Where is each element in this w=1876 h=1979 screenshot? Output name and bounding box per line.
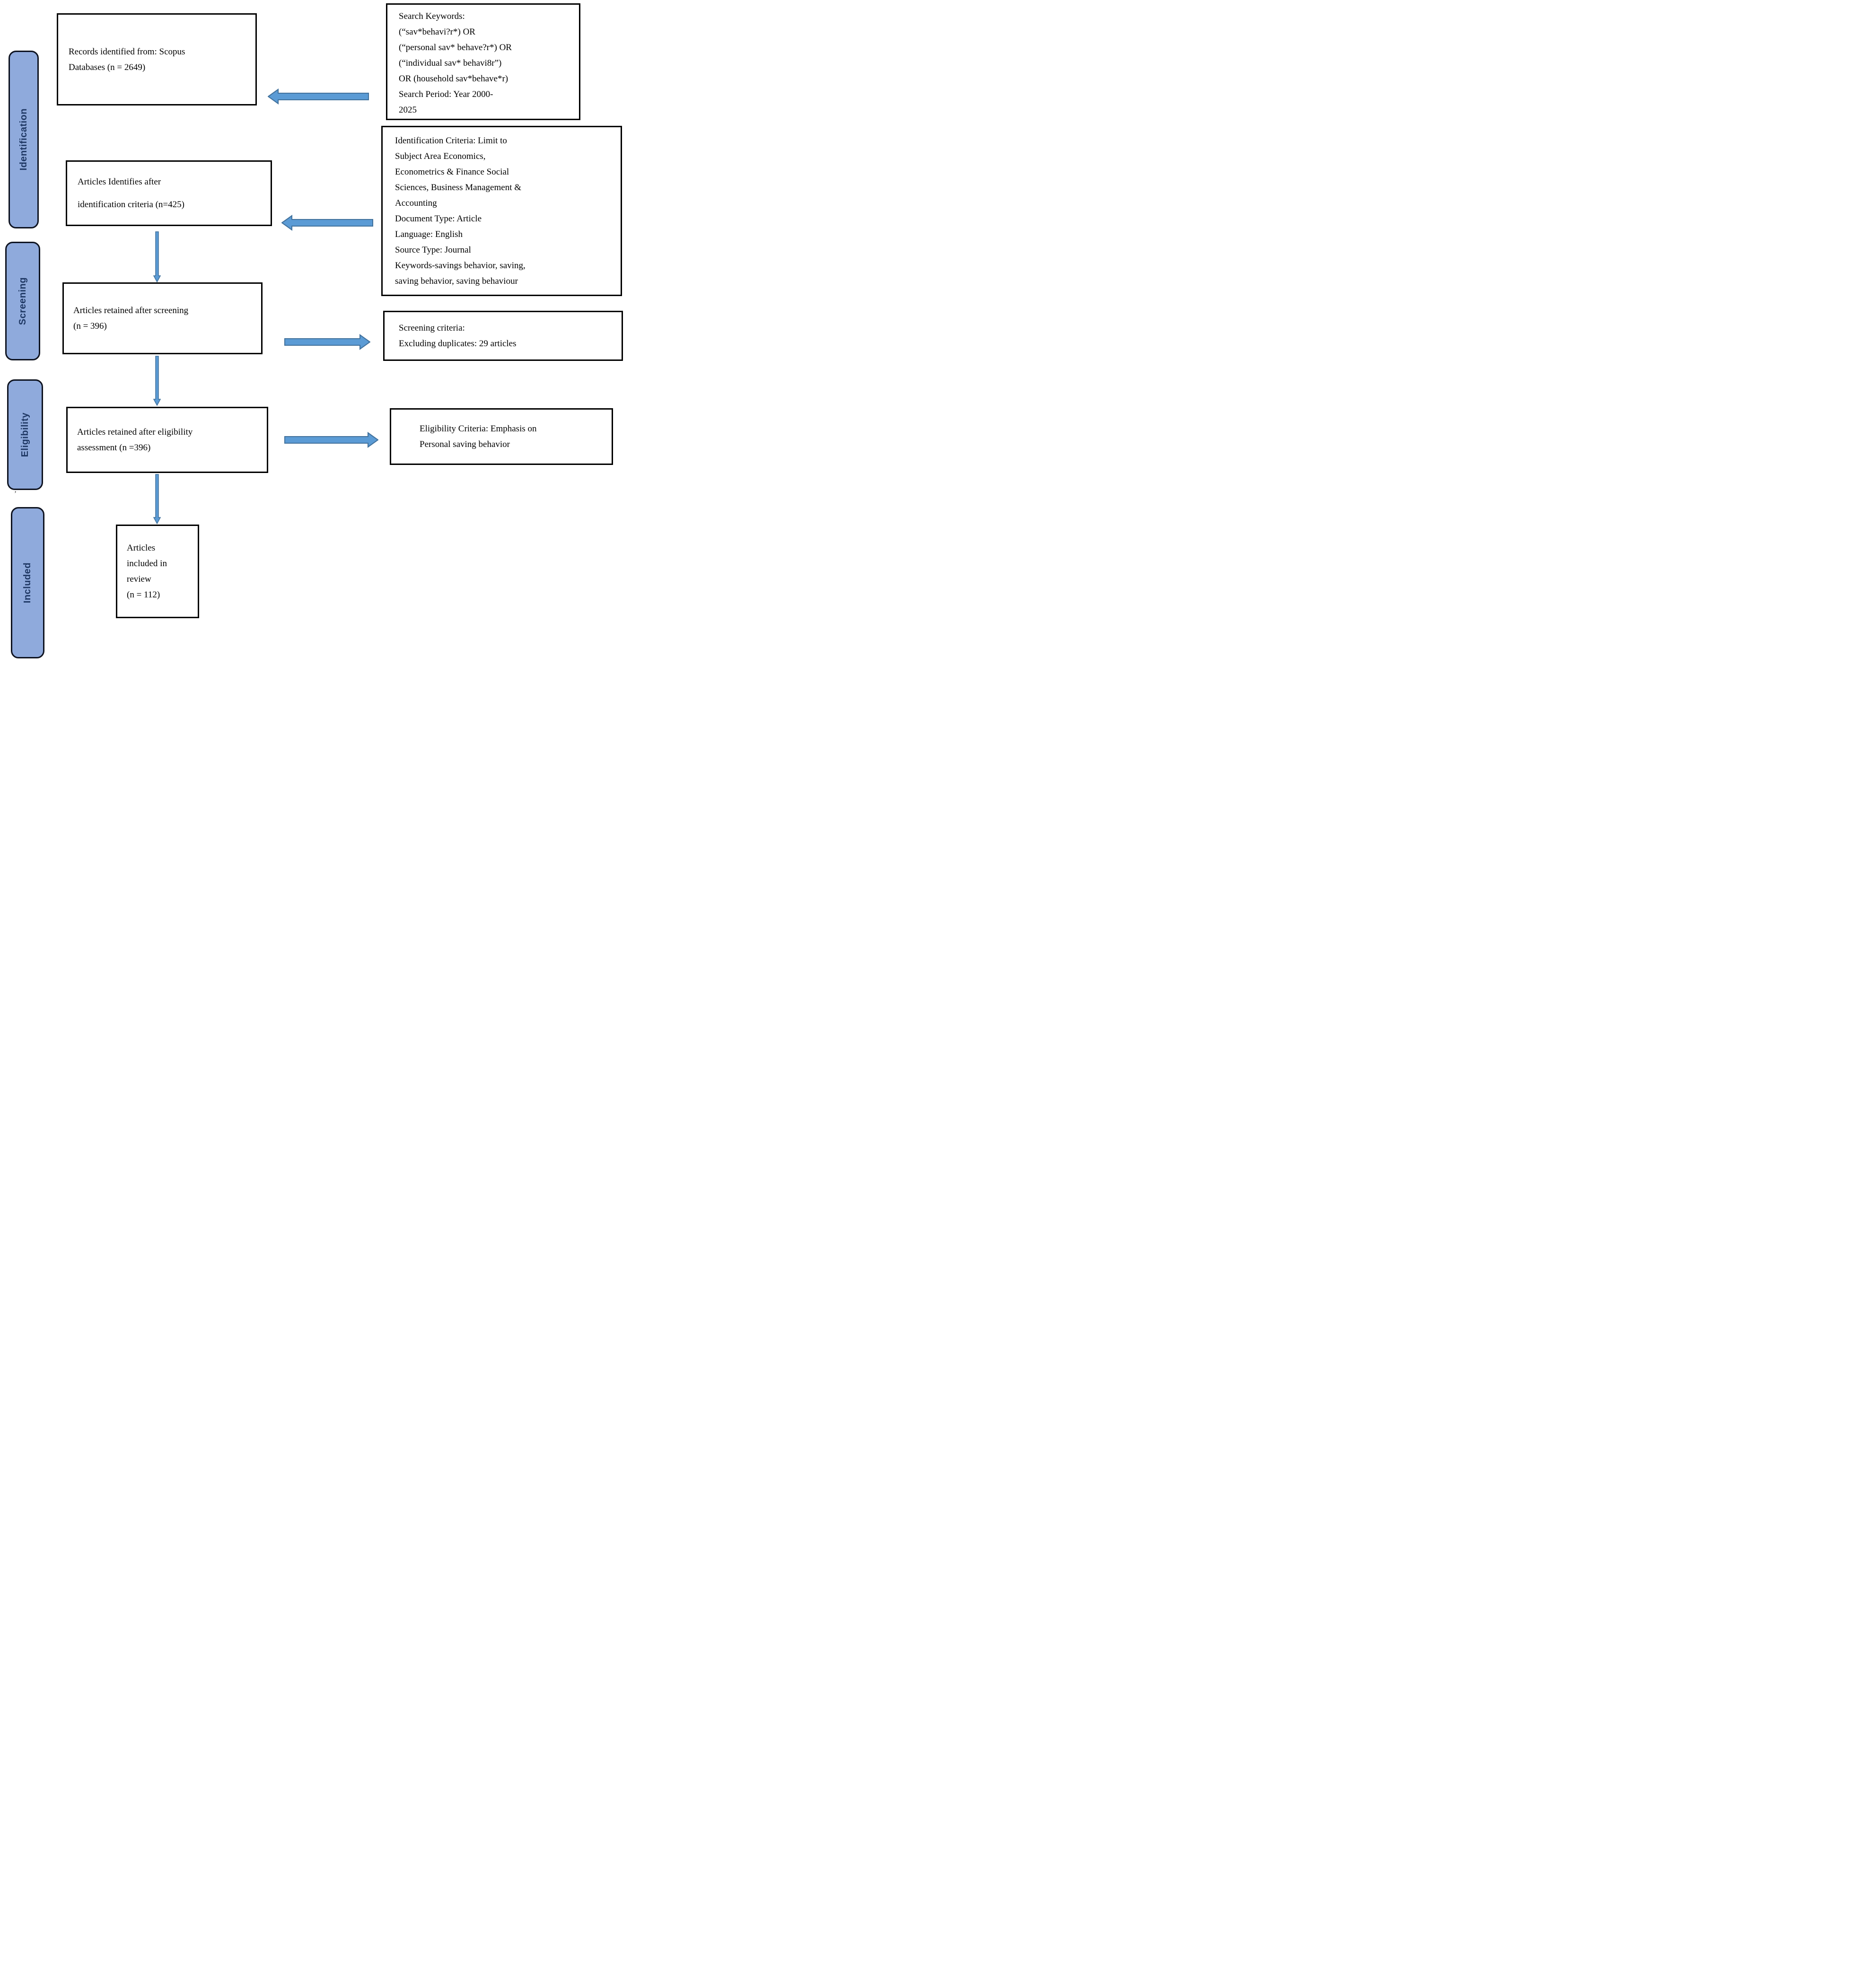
box-screening-criteria: Screening criteria: Excluding duplicates… bbox=[383, 311, 623, 361]
text-line: (“personal sav* behave?r*) OR bbox=[399, 43, 512, 53]
arrow-search-to-records bbox=[268, 88, 369, 105]
box-search-keywords: Search Keywords: (“sav*behavi?r*) OR (“p… bbox=[386, 3, 580, 120]
text-line: Subject Area Economics, bbox=[395, 151, 486, 161]
arrow-eligible-to-included bbox=[153, 474, 161, 524]
arrow-identified-to-screened bbox=[153, 231, 161, 282]
text-line: Screening criteria: bbox=[399, 323, 465, 333]
text-line: 2025 bbox=[399, 105, 417, 115]
text-line: Excluding duplicates: 29 articles bbox=[399, 339, 517, 349]
text-line: Articles retained after eligibility bbox=[77, 427, 193, 437]
text-line: saving behavior, saving behaviour bbox=[395, 276, 518, 286]
box-records-identified: Records identified from: Scopus Database… bbox=[57, 13, 257, 105]
arrow-screened-to-eligible bbox=[153, 356, 161, 406]
arrow-screened-to-screening-criteria bbox=[284, 334, 370, 350]
text-line: review bbox=[127, 574, 151, 584]
text-line: OR (household sav*behave*r) bbox=[399, 74, 508, 84]
text-line: Databases (n = 2649) bbox=[69, 62, 146, 72]
text-line: Records identified from: Scopus bbox=[69, 46, 185, 57]
text-line: Eligibility Criteria: Emphasis on bbox=[420, 424, 537, 434]
text-line: Search Keywords: bbox=[399, 11, 465, 21]
text-line: (“individual sav* behavi8r”) bbox=[399, 58, 502, 68]
text-line: assessment (n =396) bbox=[77, 443, 151, 453]
text-line: Document Type: Article bbox=[395, 214, 482, 224]
stray-mark: ’ bbox=[14, 490, 17, 498]
text-line: Articles bbox=[127, 543, 156, 553]
text-line: Source Type: Journal bbox=[395, 245, 471, 255]
box-articles-identified: Articles Identifies after identification… bbox=[66, 160, 272, 226]
stage-label-eligibility: Eligibility bbox=[7, 379, 43, 490]
box-eligibility-criteria: Eligibility Criteria: Emphasis on Person… bbox=[390, 408, 613, 465]
arrow-eligible-to-eligibility-criteria bbox=[284, 432, 378, 448]
box-articles-included: Articles included in review (n = 112) bbox=[116, 525, 199, 618]
text-line: Econometrics & Finance Social bbox=[395, 167, 509, 177]
text-line: Articles retained after screening bbox=[73, 306, 189, 315]
text-line: Personal saving behavior bbox=[420, 439, 510, 449]
text-line: Keywords-savings behavior, saving, bbox=[395, 261, 526, 271]
text-line: Sciences, Business Management & bbox=[395, 183, 522, 193]
box-articles-eligible: Articles retained after eligibility asse… bbox=[66, 407, 268, 473]
text-line: (n = 112) bbox=[127, 590, 160, 600]
text-line: Search Period: Year 2000- bbox=[399, 89, 493, 99]
box-identification-criteria: Identification Criteria: Limit to Subjec… bbox=[381, 126, 622, 296]
text-line: identification criteria (n=425) bbox=[78, 199, 184, 210]
stage-label-eligibility-text: Eligibility bbox=[19, 412, 30, 457]
stage-label-screening-text: Screening bbox=[17, 277, 28, 325]
stage-label-screening: Screening bbox=[5, 242, 40, 360]
stage-label-included: Included bbox=[11, 507, 44, 658]
text-line: Identification Criteria: Limit to bbox=[395, 136, 507, 146]
stage-label-included-text: Included bbox=[22, 562, 33, 604]
text-line: included in bbox=[127, 559, 167, 569]
stage-label-identification-text: Identification bbox=[18, 108, 29, 171]
prisma-flow-diagram: Identification Screening Eligibility Inc… bbox=[0, 0, 625, 660]
text-line: (“sav*behavi?r*) OR bbox=[399, 27, 475, 37]
text-line: (n = 396) bbox=[73, 321, 107, 331]
text-line: Accounting bbox=[395, 198, 437, 208]
arrow-identification-criteria-to-identified bbox=[281, 215, 373, 231]
box-articles-screened: Articles retained after screening (n = 3… bbox=[62, 282, 263, 354]
text-line: Language: English bbox=[395, 229, 463, 239]
stage-label-identification: Identification bbox=[9, 51, 39, 228]
text-line: Articles Identifies after bbox=[78, 176, 161, 187]
